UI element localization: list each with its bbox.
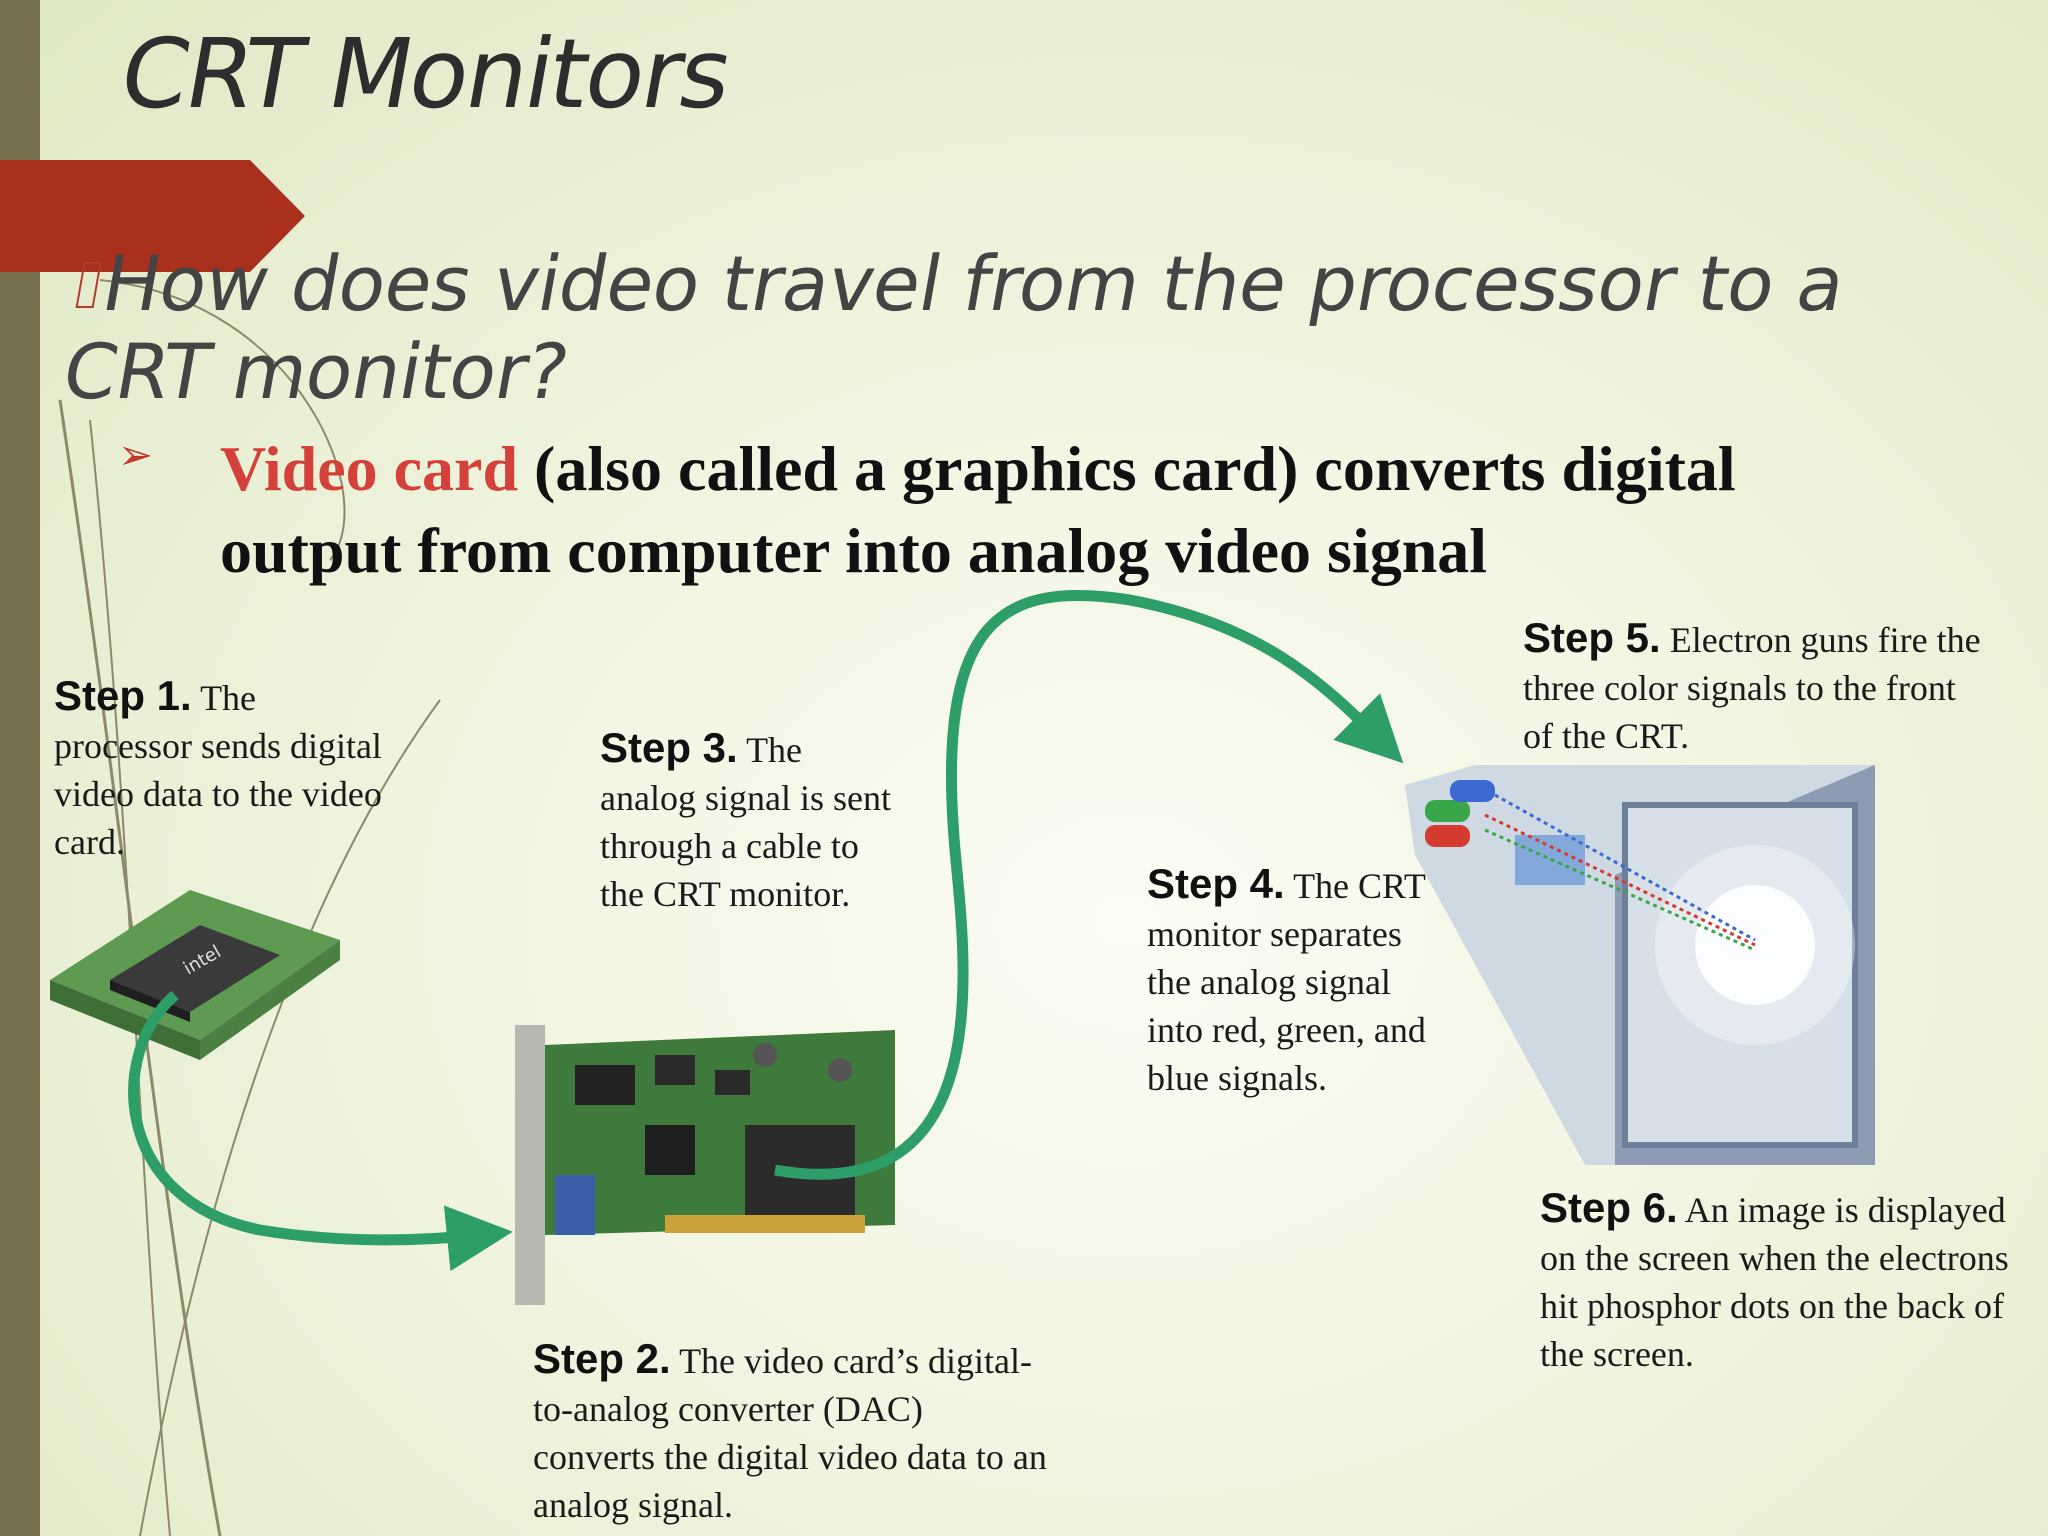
step-6-label: Step 6. <box>1540 1184 1678 1231</box>
step-1-text: The processor sends digital video data t… <box>54 678 382 862</box>
step-3: Step 3. The analog signal is sent throug… <box>600 724 900 918</box>
sub-bullet: Video card (also called a graphics card)… <box>220 428 1920 592</box>
step-6: Step 6. An image is displayed on the scr… <box>1540 1184 2030 1378</box>
step-2: Step 2. The video card’s digital-to-anal… <box>533 1335 1053 1529</box>
question-text: How does video travel from the processor… <box>56 239 1852 416</box>
step-3-text: The analog signal is sent through a cabl… <box>600 730 891 914</box>
step-1-label: Step 1. <box>54 672 192 719</box>
step-1: Step 1. The processor sends digital vide… <box>54 672 384 866</box>
arrow-bullet-icon: ➢ <box>118 433 154 479</box>
step-6-text: An image is displayed on the screen when… <box>1540 1190 2009 1374</box>
step-4: Step 4. The CRT monitor separates the an… <box>1147 860 1447 1102</box>
sub-bullet-highlight: Video card <box>220 433 519 504</box>
processor-chip-image: intel <box>50 890 340 1060</box>
step-4-text: The CRT monitor separates the analog sig… <box>1147 866 1426 1098</box>
slide-title: CRT Monitors <box>112 18 739 130</box>
step-2-text: The video card’s digital-to-analog conve… <box>533 1341 1047 1525</box>
step-5-label: Step 5. <box>1523 614 1661 661</box>
title-arrow-banner <box>0 160 305 272</box>
step-4-label: Step 4. <box>1147 860 1285 907</box>
sub-bullet-text: (also called a graphics card) converts d… <box>220 433 1736 586</box>
slide-question: How does video travel from the processor… <box>56 239 2007 416</box>
step-3-label: Step 3. <box>600 724 738 771</box>
video-card-image <box>515 1025 895 1305</box>
crt-tube-image <box>1405 765 1875 1165</box>
step-2-label: Step 2. <box>533 1335 671 1382</box>
step-5-text: Electron guns fire the three color signa… <box>1523 620 1981 756</box>
step-5: Step 5. Electron guns fire the three col… <box>1523 614 1983 760</box>
